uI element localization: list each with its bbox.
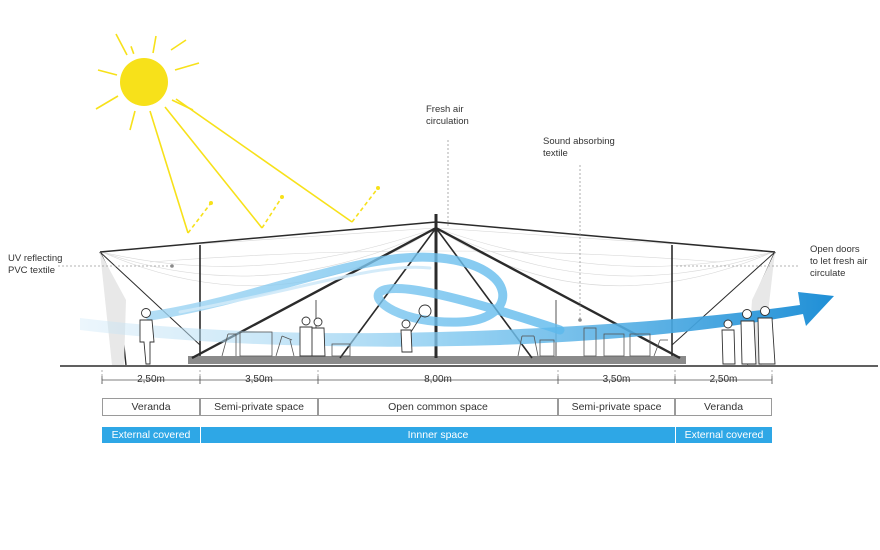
- zone-semi-private-left: Semi-private space: [200, 398, 318, 416]
- annotation-fresh-air: Fresh air circulation: [426, 104, 469, 127]
- air-loop: [145, 252, 565, 335]
- zone-semi-private-right: Semi-private space: [558, 398, 675, 416]
- category-external-covered-left: External covered: [102, 427, 200, 443]
- annotation-sound-absorbing: Sound absorbing textile: [543, 136, 615, 159]
- sun-icon: [95, 33, 380, 234]
- air-flow-arrow-icon: [80, 292, 834, 347]
- dimension-label: 8,00m: [424, 374, 452, 385]
- dimension-label: 3,50m: [245, 374, 273, 385]
- category-external-covered-right: External covered: [675, 427, 772, 443]
- furniture: [221, 327, 668, 357]
- dimension-label: 2,50m: [709, 374, 738, 385]
- dimension-label: 3,50m: [602, 374, 631, 385]
- annotation-open-doors: Open doors to let fresh air circulate: [810, 244, 868, 279]
- category-inner-space: Innner space: [200, 427, 675, 443]
- floor-platform: [188, 356, 686, 364]
- zone-open-common: Open common space: [318, 398, 558, 416]
- zone-veranda-right: Veranda: [675, 398, 772, 416]
- dimension-label: 2,50m: [137, 374, 165, 385]
- annotation-uv-reflecting: UV reflecting PVC textile: [8, 253, 63, 276]
- zone-veranda-left: Veranda: [102, 398, 200, 416]
- person-icon: [139, 304, 776, 365]
